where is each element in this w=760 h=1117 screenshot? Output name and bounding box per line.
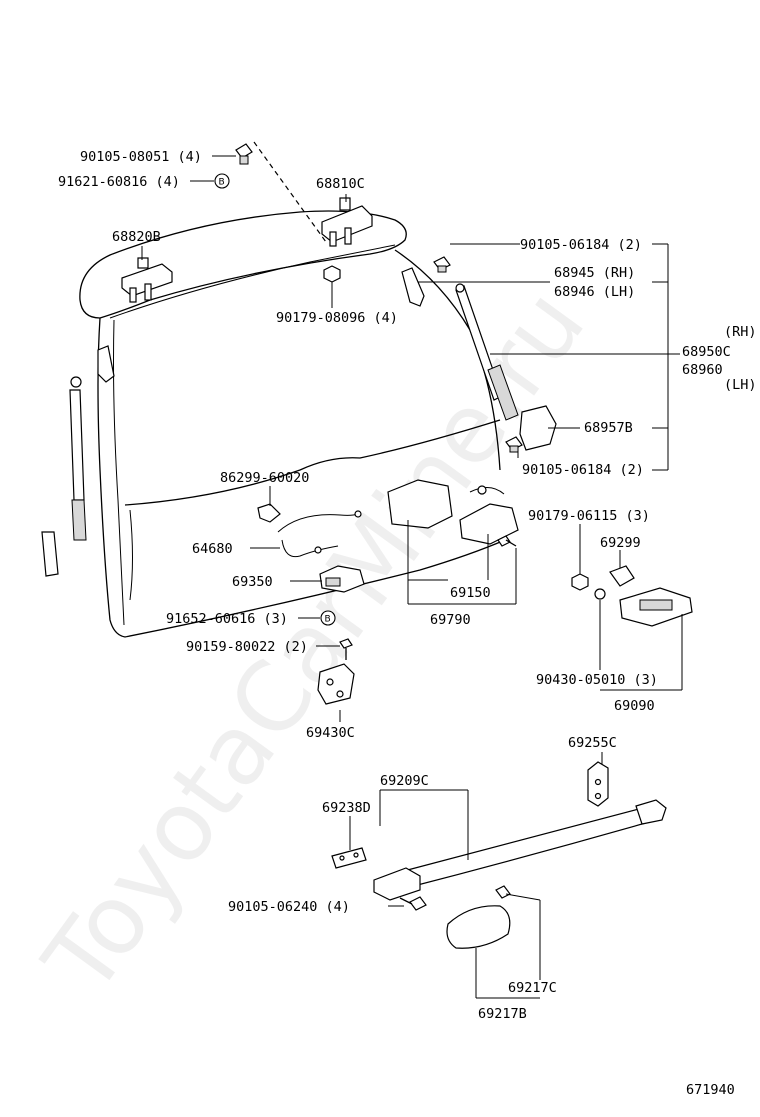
label-lh: (LH) bbox=[724, 377, 757, 393]
label-69209C: 69209C bbox=[380, 773, 429, 789]
bolt-90105-06240 bbox=[399, 896, 427, 911]
label-90105-06240: 90105-06240 (4) bbox=[228, 899, 350, 915]
leader-dashed bbox=[253, 141, 327, 243]
cable-64680 bbox=[277, 510, 362, 558]
bracket-68945 bbox=[401, 267, 425, 307]
label-90105-06184-bottom: 90105-06184 (2) bbox=[522, 462, 644, 478]
label-69790: 69790 bbox=[430, 612, 471, 628]
label-69090: 69090 bbox=[614, 698, 655, 714]
label-68946: 68946 (LH) bbox=[554, 284, 635, 300]
label-69255C: 69255C bbox=[568, 735, 617, 751]
label-68945: 68945 (RH) bbox=[554, 265, 635, 281]
clip-69217C bbox=[495, 885, 511, 899]
label-69150: 69150 bbox=[450, 585, 491, 601]
marker-b-text: B bbox=[219, 178, 225, 188]
cover-69299 bbox=[609, 565, 635, 587]
label-69350: 69350 bbox=[232, 574, 273, 590]
label-90179-06115: 90179-06115 (3) bbox=[528, 508, 650, 524]
clip-86299-60020 bbox=[257, 503, 281, 523]
damper-68950C bbox=[455, 283, 519, 421]
bolt-90105-06184-top bbox=[433, 256, 451, 273]
diagram-id: 671940 bbox=[686, 1082, 735, 1098]
marker-b-1: B bbox=[214, 173, 230, 189]
label-68810C: 68810C bbox=[316, 176, 365, 192]
hinge-68810C bbox=[321, 197, 373, 247]
label-90105-06184-top: 90105-06184 (2) bbox=[520, 237, 642, 253]
washer-90430-05010 bbox=[594, 588, 606, 600]
label-91621-60816: 91621-60816 (4) bbox=[58, 174, 180, 190]
label-69217B: 69217B bbox=[478, 1006, 527, 1022]
damper-68960 bbox=[41, 345, 115, 577]
label-91652-60616: 91652-60616 (3) bbox=[166, 611, 288, 627]
marker-b-2: B bbox=[320, 610, 336, 626]
label-rh: (RH) bbox=[724, 324, 757, 340]
label-68950C: 68950C bbox=[682, 344, 731, 360]
label-69238D: 69238D bbox=[322, 800, 371, 816]
bolt-90105-08051 bbox=[235, 143, 253, 165]
leader-lines bbox=[141, 155, 683, 999]
nut-90179-08096 bbox=[323, 265, 341, 283]
label-69430C: 69430C bbox=[306, 725, 355, 741]
label-90159-80022: 90159-80022 (2) bbox=[186, 639, 308, 655]
hinge-68820B bbox=[121, 257, 173, 303]
label-68960: 68960 bbox=[682, 362, 723, 378]
handle-bar-69209C bbox=[373, 799, 667, 901]
bracket-68957B bbox=[519, 405, 557, 451]
label-64680: 64680 bbox=[192, 541, 233, 557]
striker-69430C bbox=[317, 663, 355, 705]
bolt-90159-80022 bbox=[339, 638, 353, 660]
label-68820B: 68820B bbox=[112, 229, 161, 245]
label-90430-05010: 90430-05010 (3) bbox=[536, 672, 658, 688]
label-90105-08051: 90105-08051 (4) bbox=[80, 149, 202, 165]
label-90179-08096: 90179-08096 (4) bbox=[276, 310, 398, 326]
label-69217C: 69217C bbox=[508, 980, 557, 996]
label-86299-60020: 86299-60020 bbox=[220, 470, 309, 486]
bolt-lock bbox=[497, 535, 517, 547]
label-69299: 69299 bbox=[600, 535, 641, 551]
nut-90179-06115 bbox=[571, 573, 589, 591]
back-door-panel bbox=[79, 210, 506, 638]
handle-69090 bbox=[619, 587, 693, 627]
bracket-69255C bbox=[587, 761, 609, 807]
plate-69238D bbox=[331, 847, 367, 869]
marker-b-text: B bbox=[325, 615, 331, 625]
lock-assembly-69150 bbox=[387, 479, 519, 545]
bolt-90105-06184-bottom bbox=[505, 436, 523, 453]
label-68957B: 68957B bbox=[584, 420, 633, 436]
lock-69350 bbox=[319, 565, 365, 593]
part-labels: 90105-08051 (4) 91621-60816 (4) 68810C 6… bbox=[58, 149, 757, 1098]
cover-69217B bbox=[446, 905, 511, 949]
